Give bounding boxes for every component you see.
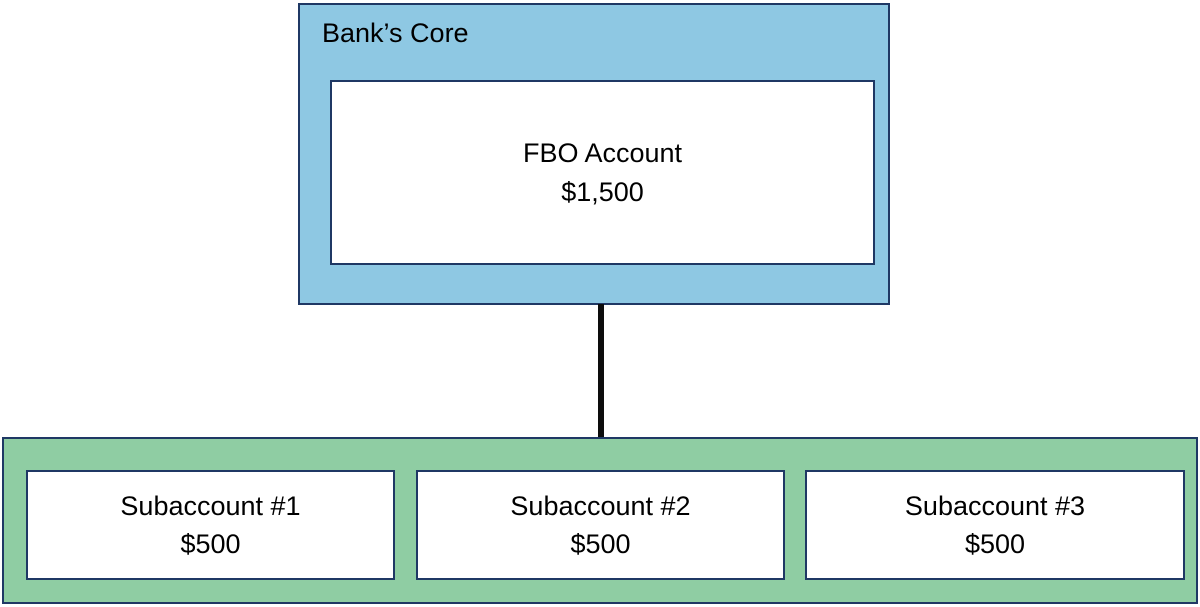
subaccount-box-1: Subaccount #1 $500 <box>26 470 395 580</box>
fbo-account-box: FBO Account $1,500 <box>330 80 875 265</box>
subaccount-name-3: Subaccount #3 <box>904 490 1086 521</box>
subaccount-box-3: Subaccount #3 $500 <box>805 470 1185 580</box>
subaccount-amount-3: $500 <box>964 529 1026 559</box>
core-to-subaccounts-connector <box>598 304 604 439</box>
subaccounts-group-box: Subaccount #1 $500 Subaccount #2 $500 Su… <box>2 437 1198 604</box>
subaccount-name-2: Subaccount #2 <box>510 490 691 521</box>
subaccount-name-1: Subaccount #1 <box>120 490 301 521</box>
fbo-account-name: FBO Account <box>522 138 683 169</box>
banks-core-title: Bank’s Core <box>322 18 469 48</box>
subaccount-amount-1: $500 <box>180 529 241 559</box>
subaccount-box-2: Subaccount #2 $500 <box>416 470 785 580</box>
banks-core-box: Bank’s Core FBO Account $1,500 <box>298 3 890 305</box>
subaccount-amount-2: $500 <box>570 529 631 559</box>
fbo-account-amount: $1,500 <box>561 176 644 207</box>
